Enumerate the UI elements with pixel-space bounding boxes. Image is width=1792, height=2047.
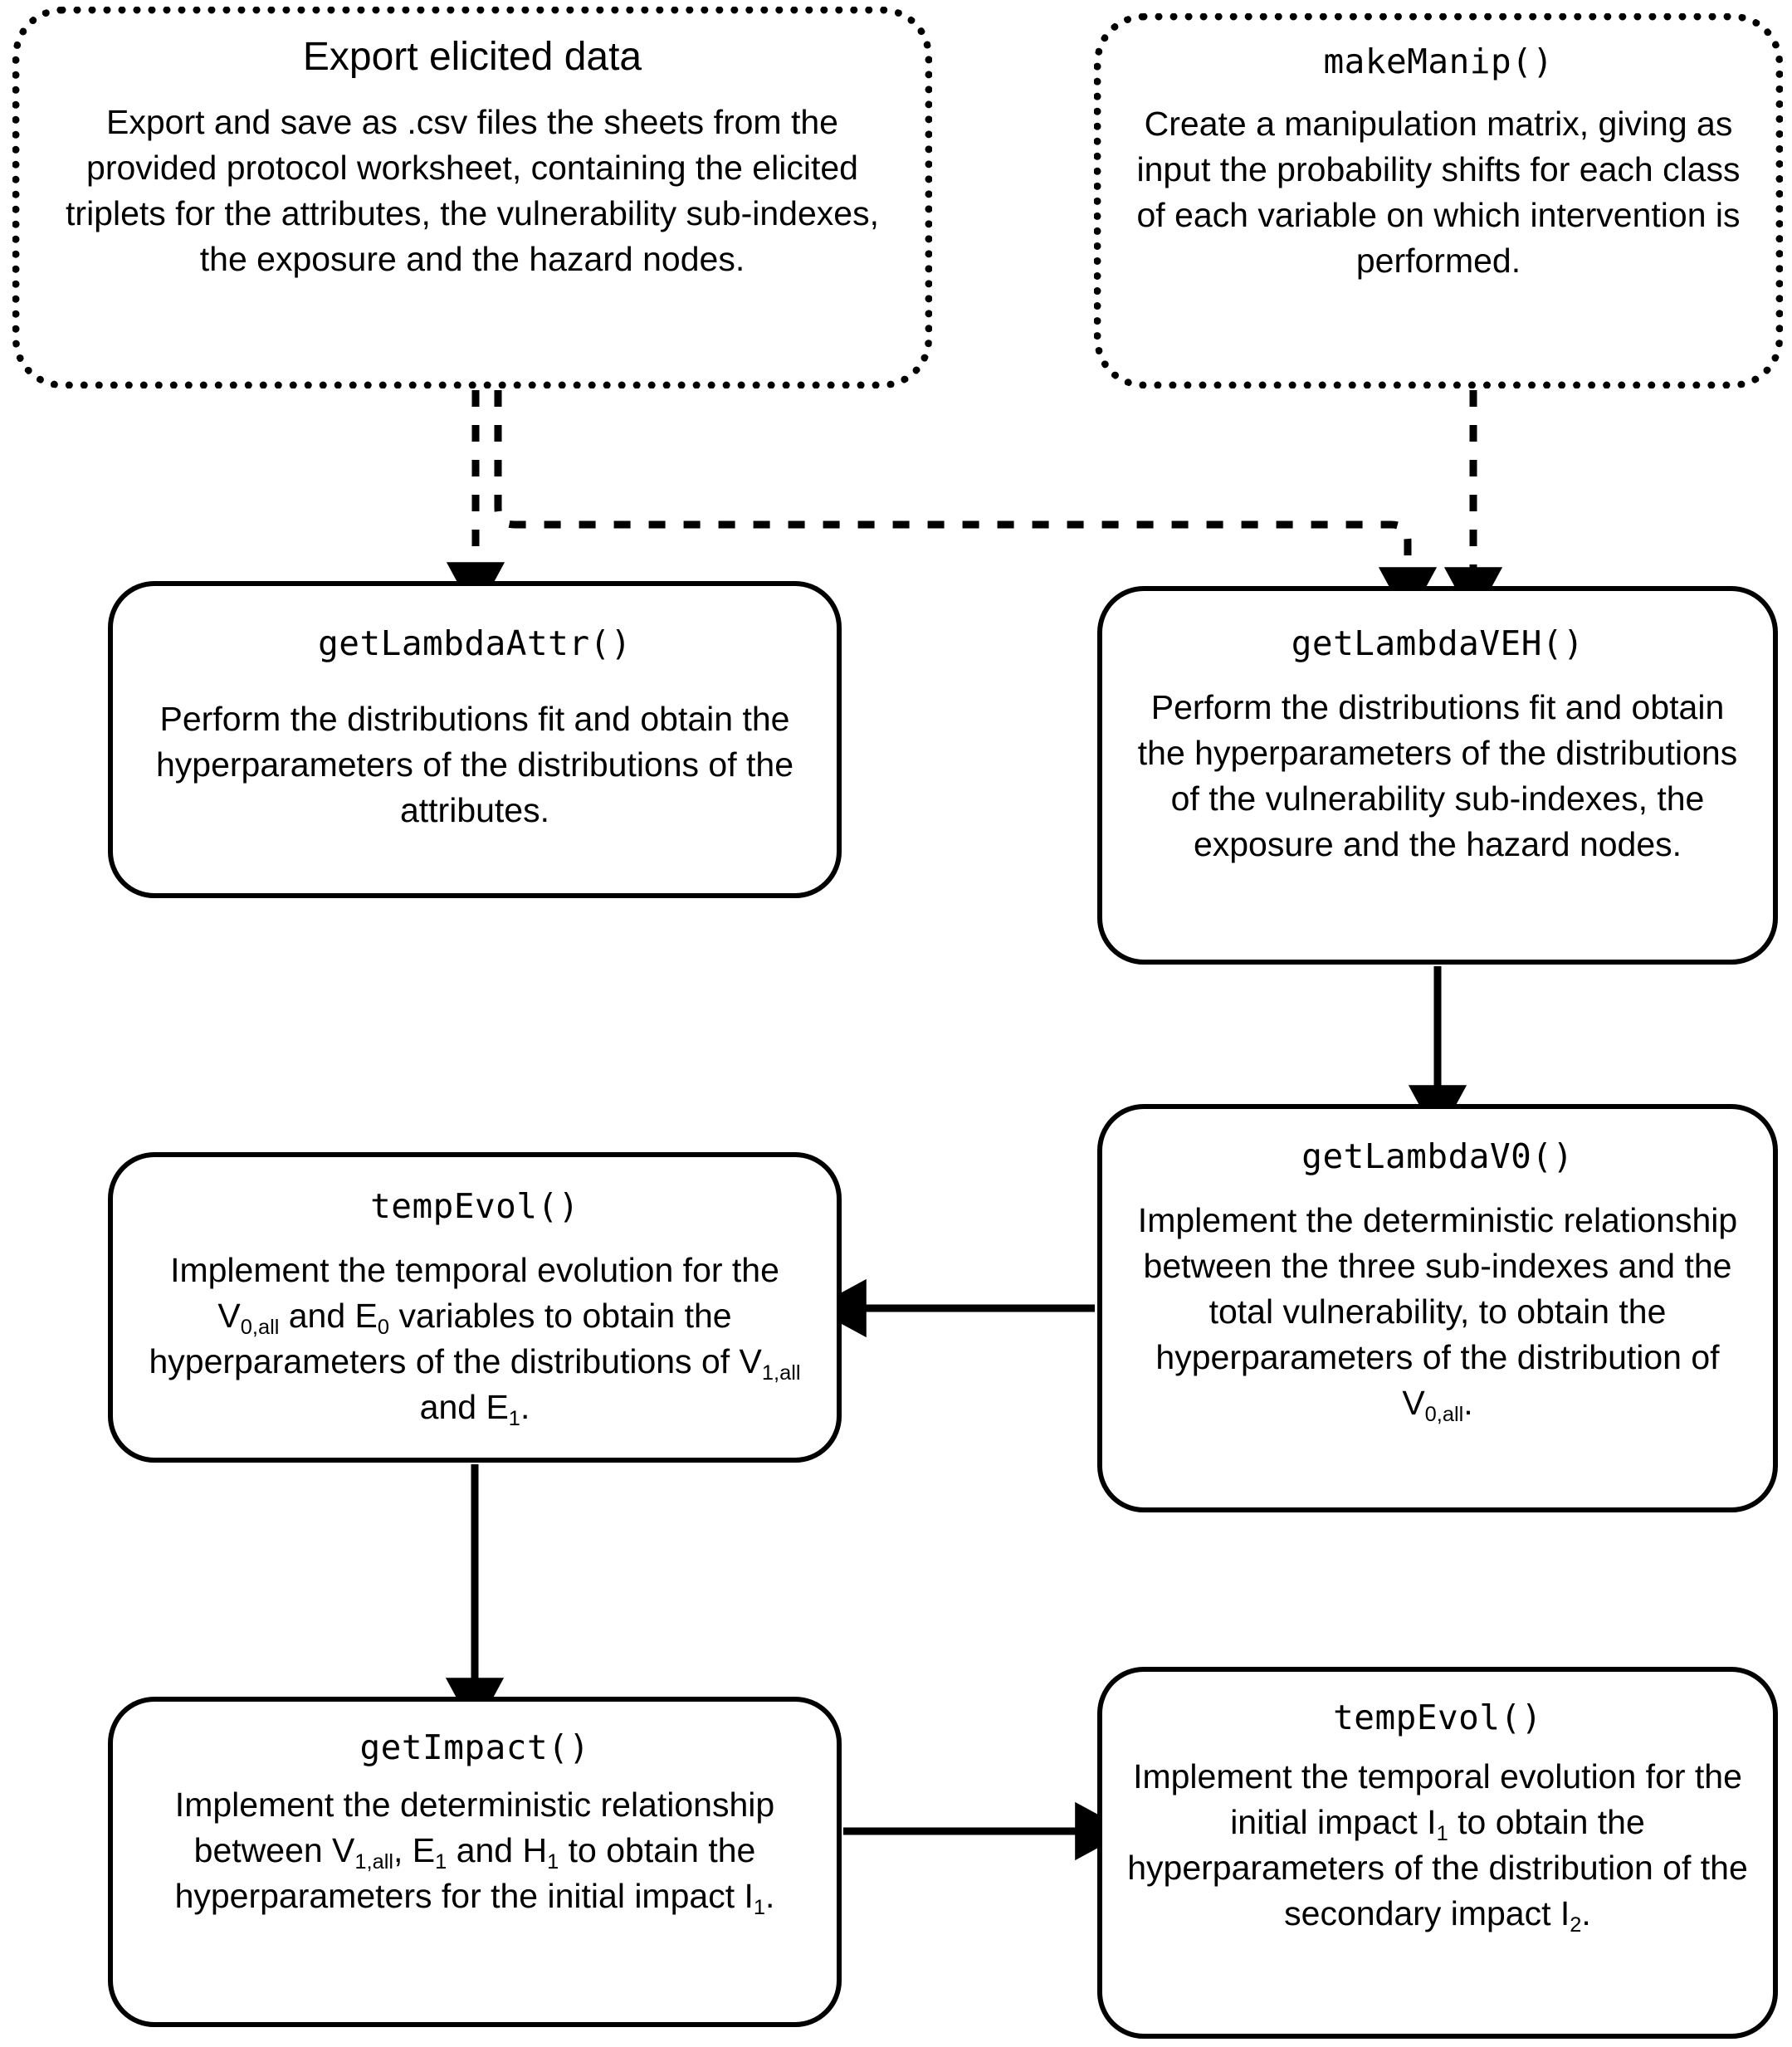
node-export-title: Export elicited data xyxy=(302,35,642,79)
node-tempevol-secondary-body: Implement the temporal evolution for the… xyxy=(1127,1757,1748,1937)
node-getlambdaveh[interactable]: getLambdaVEH() Perform the distributions… xyxy=(1097,586,1778,965)
node-getlambdav0-title: getLambdaV0() xyxy=(1301,1136,1574,1176)
node-tempevol-primary-body: Implement the temporal evolution for the… xyxy=(149,1251,801,1431)
node-getlambdaveh-body: Perform the distributions fit and obtain… xyxy=(1137,688,1738,863)
node-tempevol-primary-title: tempEvol() xyxy=(370,1186,579,1226)
edge-export-to-getlambdaveh xyxy=(494,390,1438,621)
node-makemanip-body: Create a manipulation matrix, giving as … xyxy=(1136,105,1741,280)
node-makemanip-title: makeManip() xyxy=(1323,42,1554,81)
node-tempevol-secondary[interactable]: tempEvol() Implement the temporal evolut… xyxy=(1097,1667,1778,2039)
node-getlambdaattr[interactable]: getLambdaAttr() Perform the distribution… xyxy=(108,581,842,898)
node-getlambdaattr-title: getLambdaAttr() xyxy=(318,623,632,663)
node-tempevol-secondary-title: tempEvol() xyxy=(1333,1698,1542,1737)
node-getimpact-body: Implement the deterministic relationship… xyxy=(174,1786,775,1920)
node-getlambdav0-body: Implement the deterministic relationship… xyxy=(1137,1201,1738,1427)
node-getimpact-title: getImpact() xyxy=(359,1727,590,1767)
node-getimpact[interactable]: getImpact() Implement the deterministic … xyxy=(108,1697,842,2027)
node-makemanip[interactable]: makeManip() Create a manipulation matrix… xyxy=(1094,13,1783,388)
node-export-elicited-data[interactable]: Export elicited data Export and save as … xyxy=(12,7,932,388)
node-getlambdav0[interactable]: getLambdaV0() Implement the deterministi… xyxy=(1097,1104,1778,1512)
node-export-body: Export and save as .csv files the sheets… xyxy=(66,103,879,278)
node-tempevol-primary[interactable]: tempEvol() Implement the temporal evolut… xyxy=(108,1152,842,1463)
node-getlambdaveh-title: getLambdaVEH() xyxy=(1291,623,1584,663)
node-getlambdaattr-body: Perform the distributions fit and obtain… xyxy=(155,700,794,830)
